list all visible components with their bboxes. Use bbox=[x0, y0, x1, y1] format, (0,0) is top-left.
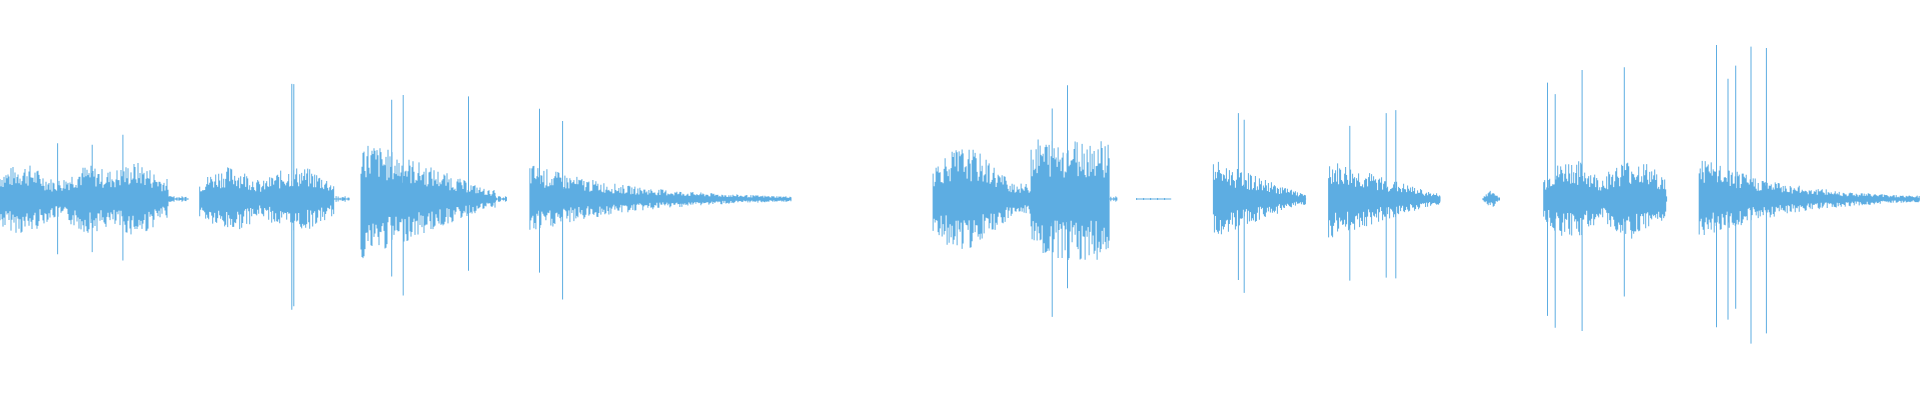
waveform-trace bbox=[199, 83, 350, 310]
waveform-trace bbox=[1328, 110, 1441, 281]
waveform-segment bbox=[1698, 45, 1920, 344]
waveform-trace bbox=[1212, 113, 1307, 293]
waveform-segment bbox=[360, 95, 507, 296]
waveform-segment bbox=[199, 83, 350, 310]
waveform-segment bbox=[1328, 110, 1441, 281]
waveform-segments bbox=[0, 45, 1920, 344]
waveform-segment bbox=[932, 85, 1118, 317]
waveform-trace bbox=[1698, 45, 1920, 344]
waveform-trace bbox=[360, 95, 507, 296]
waveform-trace bbox=[529, 108, 792, 300]
waveform-segment bbox=[0, 134, 189, 261]
waveform-segment bbox=[1482, 190, 1500, 207]
waveform-segment bbox=[1136, 198, 1172, 200]
waveform-segment bbox=[529, 108, 792, 300]
waveform-segment bbox=[1543, 67, 1668, 331]
waveform-trace bbox=[932, 85, 1118, 317]
waveform-trace bbox=[0, 134, 189, 261]
waveform-segment bbox=[1212, 113, 1307, 293]
